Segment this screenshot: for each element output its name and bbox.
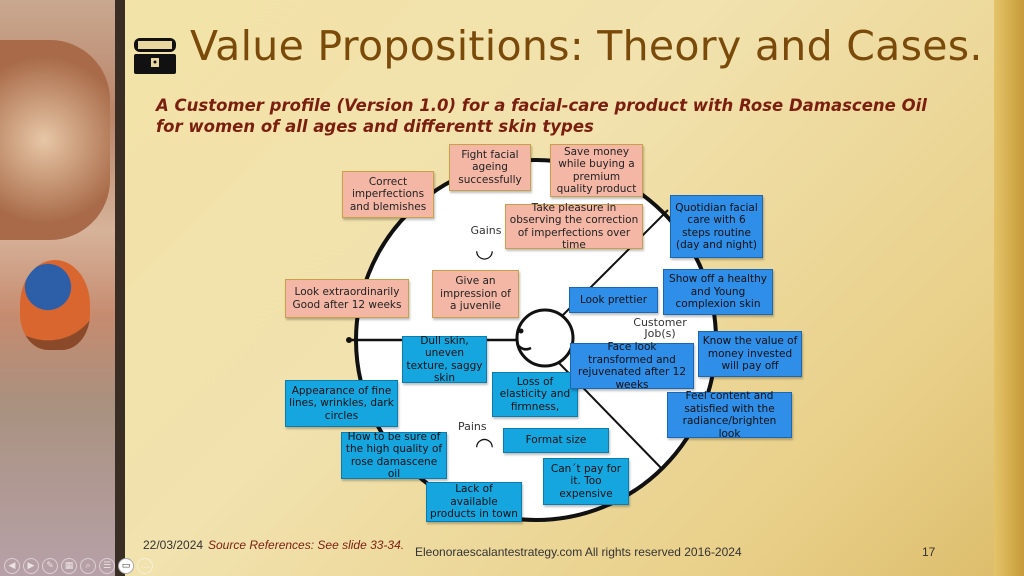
footer-source: Source References: See slide 33-34.	[208, 538, 405, 552]
previous-slide-button[interactable]: ◀	[4, 558, 20, 574]
jobs-label: Customer Job(s)	[633, 316, 687, 340]
job-note: Quotidian facial care with 6 steps routi…	[670, 195, 763, 258]
gain-note: Correct imperfections and blemishes	[342, 171, 434, 218]
customer-face	[515, 308, 575, 368]
gain-note: Give an impression of a juvenile	[432, 270, 519, 318]
camera-button[interactable]: ▭	[118, 558, 134, 574]
smile-icon: ◡	[476, 238, 493, 263]
more-options-button[interactable]: …	[137, 558, 153, 574]
gain-note: Look extraordinarily Good after 12 weeks	[285, 279, 409, 318]
zoom-button[interactable]: ⌕	[80, 558, 96, 574]
pain-note: Dull skin, uneven texture, saggy skin	[402, 335, 487, 384]
face-eye	[518, 328, 524, 334]
pains-label: Pains	[458, 420, 487, 433]
decorative-painting	[0, 0, 115, 576]
divider-line-end	[346, 337, 352, 343]
job-note: Look prettier	[569, 287, 658, 313]
see-all-slides-button[interactable]: ▦	[61, 558, 77, 574]
job-note: Feel content and satisfied with the radi…	[667, 390, 792, 440]
gains-label: Gains	[470, 224, 502, 237]
page-title: Value Propositions: Theory and Cases.	[190, 22, 983, 70]
job-note: Show off a healthy and Young complexion …	[663, 269, 773, 315]
gain-note: Take pleasure in observing the correctio…	[505, 202, 643, 251]
pain-note: Lack of available products in town	[426, 482, 522, 522]
next-slide-button[interactable]: ▶	[23, 558, 39, 574]
painting-pot	[0, 40, 110, 240]
pen-tool-button[interactable]: ✎	[42, 558, 58, 574]
job-note: Know the value of money invested will pa…	[698, 331, 802, 377]
divider	[115, 0, 125, 576]
page-number: 17	[922, 545, 936, 559]
frown-icon: ◠	[476, 434, 493, 459]
slideshow-controls: ◀ ▶ ✎ ▦ ⌕ ☰ ▭ …	[4, 558, 153, 574]
pain-note: Format size	[503, 428, 609, 453]
gain-note: Save money while buying a premium qualit…	[550, 144, 643, 197]
pain-note: Appearance of fine lines, wrinkles, dark…	[285, 380, 398, 427]
face-mouth	[516, 343, 532, 351]
footer-date: 22/03/2024	[143, 538, 204, 552]
gain-note: Fight facial ageing successfully	[449, 144, 531, 191]
pain-note: How to be sure of the high quality of ro…	[341, 431, 447, 480]
decorative-strip	[994, 0, 1024, 576]
treasure-chest-icon	[134, 38, 176, 74]
painting-bird	[20, 260, 90, 350]
footer-copyright: Eleonoraescalantestrategy.com All rights…	[415, 545, 742, 559]
pain-note: Can´t pay for it. Too expensive	[543, 458, 629, 505]
job-note: Face look transformed and rejuvenated af…	[570, 341, 694, 391]
subtitles-button[interactable]: ☰	[99, 558, 115, 574]
subtitle: A Customer profile (Version 1.0) for a f…	[156, 96, 927, 136]
pain-note: Loss of elasticity and firmness,	[492, 372, 578, 417]
